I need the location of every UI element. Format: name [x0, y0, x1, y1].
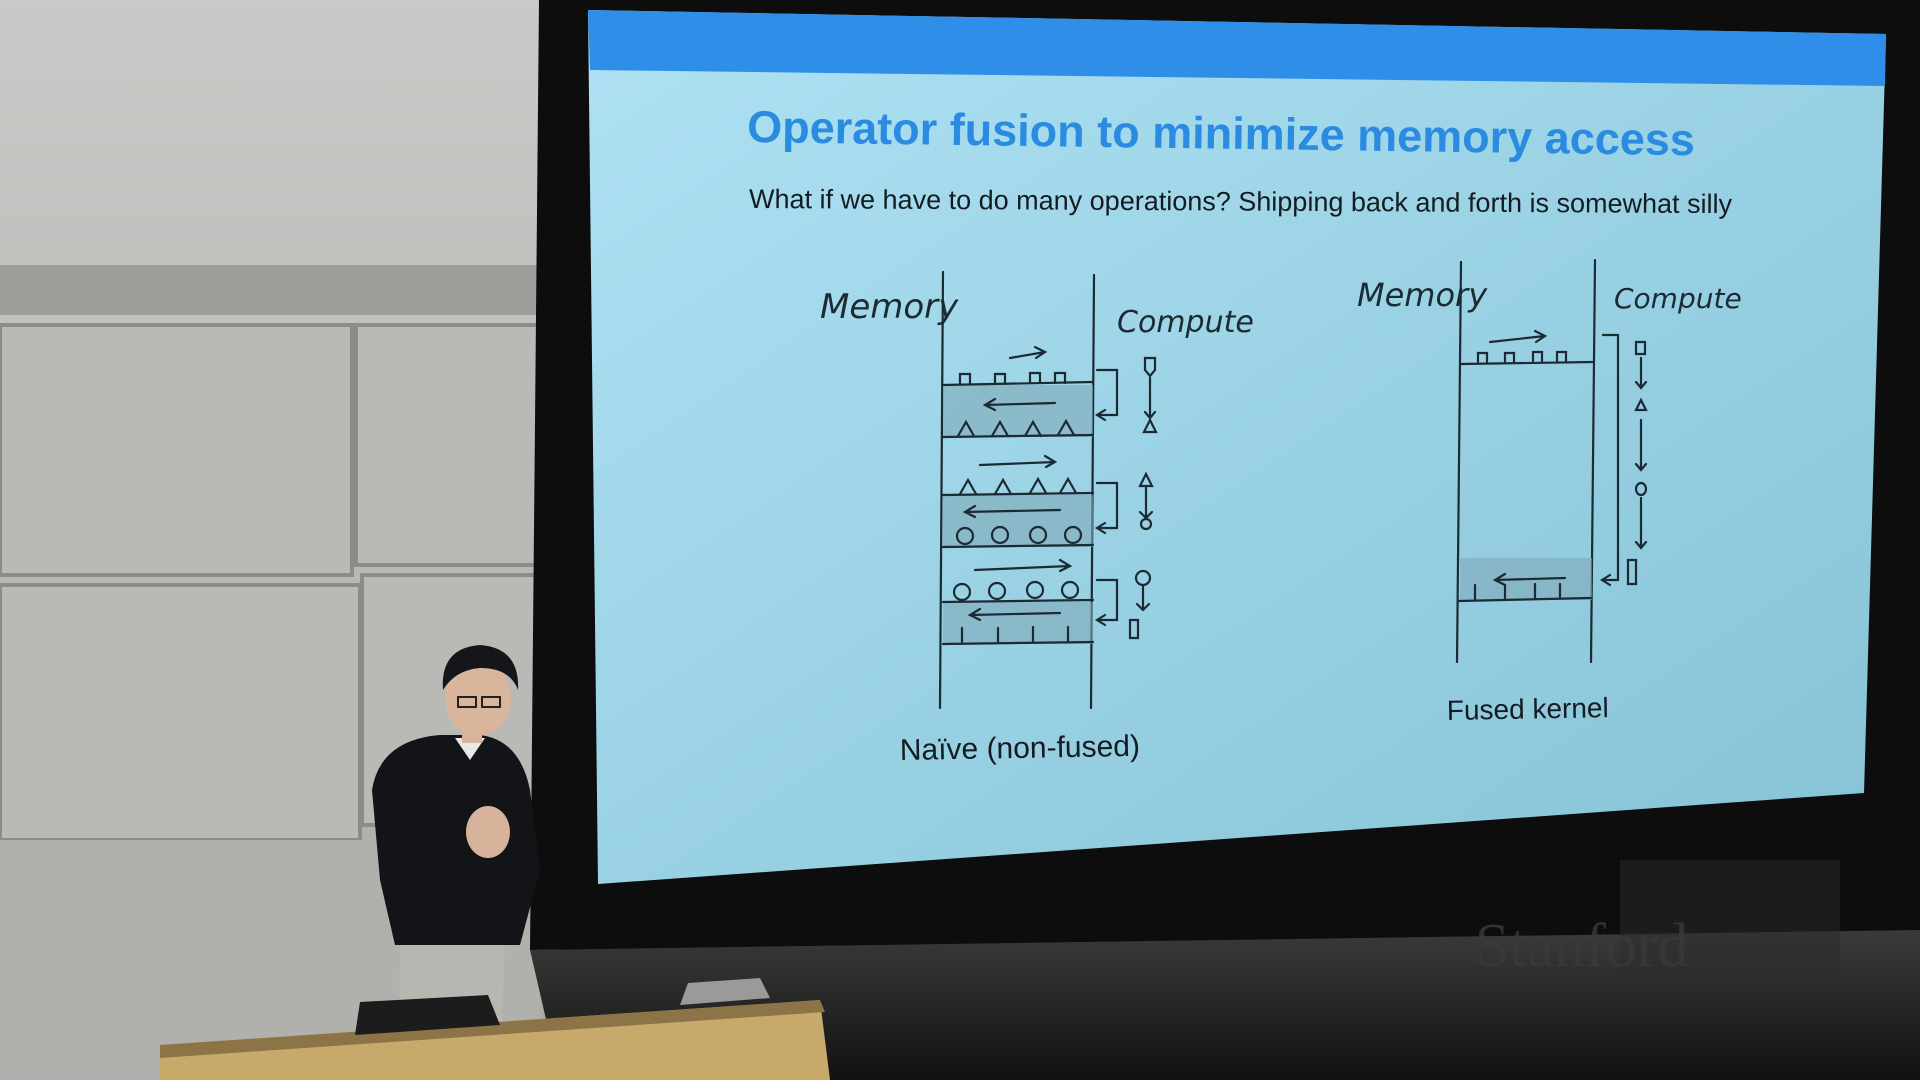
- fused-caption: Fused kernel: [1447, 692, 1609, 726]
- laptop-2: [680, 978, 770, 1005]
- naive-diagram: Memory Compute: [820, 270, 1254, 767]
- fused-sketch: [1457, 329, 1648, 603]
- slide-header-bar: [588, 10, 1886, 86]
- compute-label: Compute: [1117, 305, 1254, 340]
- fused-diagram: Memory Compute Fused kernel: [1357, 258, 1742, 726]
- stanford-watermark: Stanford: [1475, 912, 1689, 980]
- naive-caption: Naïve (non-fused): [900, 730, 1141, 767]
- memory-label: Memory: [1357, 276, 1488, 314]
- slide-subtitle: What if we have to do many operations? S…: [749, 184, 1733, 219]
- podium: [160, 978, 830, 1080]
- slide: Operator fusion to minimize memory acces…: [588, 10, 1886, 884]
- whiteboard-panels: [0, 323, 548, 842]
- stage-wall: [530, 930, 1920, 1080]
- compute-label: Compute: [1614, 282, 1742, 315]
- memory-label: Memory: [820, 287, 959, 327]
- board-rail: [0, 265, 545, 315]
- laptop: [355, 995, 500, 1035]
- wall-panel: [1620, 860, 1840, 990]
- naive-sketch: [941, 345, 1158, 646]
